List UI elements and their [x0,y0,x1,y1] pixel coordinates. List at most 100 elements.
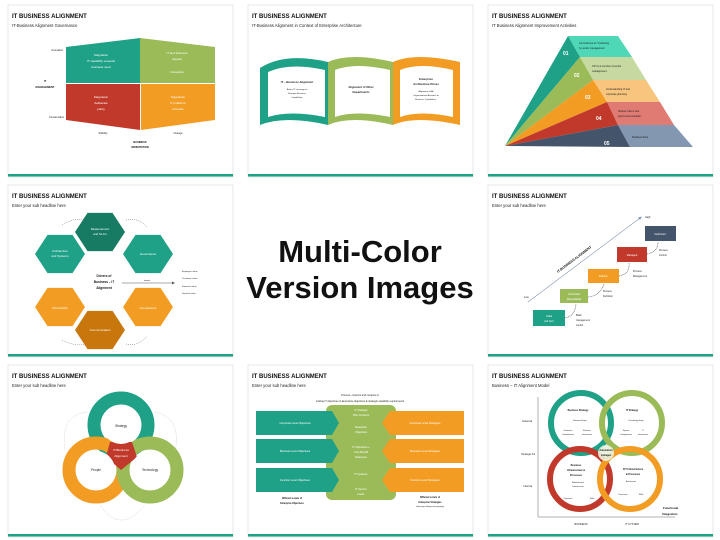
label: corporate planning. [606,93,628,96]
label: Architecture Drives [413,82,439,86]
label: Competencies [562,433,574,436]
label: management. [592,70,608,73]
label: Measurement [91,227,110,231]
label: High [645,215,651,219]
label: IT – Business Alignment [281,80,313,84]
label: Governance [582,433,592,436]
slide-thumbnail-governance[interactable]: IT BUSINESS ALIGNMENT IT-Business Alignm… [0,0,240,180]
label: Shared culture and [618,110,640,113]
label: IT unable to [170,101,186,105]
label: aligned [172,57,182,61]
label: Linking IT objectives to Enterprise obje… [316,400,405,403]
label: Process [659,249,668,252]
slide-title: IT BUSINESS ALIGNMENT [492,14,567,20]
label: IT Systems [355,472,369,476]
objective-arrow-0 [256,411,339,435]
label: Stagnation [94,95,109,99]
label: Innovative [51,48,63,52]
label: Cost-Benefit [354,450,369,454]
label: Linkages [601,454,612,457]
label: IT Strategic [354,408,368,412]
slide-subtitle: IT Business Alignment Improvement Activi… [492,23,576,28]
label: Process [633,270,642,273]
label: Infrastructure [572,485,583,488]
slide-thumbnail-three-circles[interactable]: IT BUSINESS ALIGNMENT Enter your sub hea… [0,360,240,540]
label: IT capability exceeds [87,59,115,63]
label: Employee value [182,271,198,273]
label: Impact [144,279,151,282]
hexagon-4 [123,287,173,327]
center-caption: Multi-Color Version Images [240,180,480,360]
label: Business [583,430,591,432]
label: Processes [619,493,628,496]
label: innovate [172,107,184,111]
label: Stability [98,131,108,135]
label: good communication. [618,115,642,118]
label: Administrative [572,481,584,484]
label: (Repeatable) [567,298,582,301]
label: policy [97,107,105,111]
label: Innovation [170,70,184,74]
label: Management [633,275,647,278]
label: Business Level Strategies [410,449,441,453]
label: Corporate Level Objectives [279,421,311,425]
slide-title: IT BUSINESS ALIGNMENT [492,374,567,380]
label: BUSINESS [574,522,587,526]
strategy-arrow-2 [382,468,464,492]
slide-thumbnail-drivers-hexagons[interactable]: IT BUSINESS ALIGNMENT Enter your sub hea… [0,180,240,360]
label: Enterprise Objectives [280,502,304,505]
label: Governance [140,252,157,256]
label: Function Level Objectives [280,478,310,482]
label: Low [524,295,529,299]
label: Architecture [52,249,68,253]
label: Stagnation [171,95,186,99]
label: Alignment [114,454,128,458]
label: deliberate [94,101,108,105]
label: Business Capabilities. [415,98,437,101]
caption-line-2: Version Images [246,270,474,305]
quadrant-orange [141,84,215,130]
slide-thumbnail-objectives-strategies[interactable]: IT BUSINESS ALIGNMENT Enter your sub hea… [240,360,480,540]
label: Processes [564,497,573,500]
quadrant-red [66,84,140,130]
label: Skills [590,498,594,500]
label: ICT Infrastructure [623,468,644,471]
label: Skills [639,494,643,496]
label: Enterprise [355,425,367,429]
label: BUSINESS [133,140,147,144]
slide-thumbnail-alignment-model[interactable]: IT BUSINESS ALIGNMENT Business – IT Alig… [480,360,720,540]
label: Technology [142,468,159,472]
label: Alignment of All [418,90,434,93]
slide-title: IT BUSINESS ALIGNMENT [492,194,567,200]
slide-thumbnail-enterprise-architecture[interactable]: IT BUSINESS ALIGNMENT IT-Business Alignm… [240,0,480,180]
label: IT [44,79,47,83]
slide-thumbnail-maturity-stairs[interactable]: IT BUSINESS ALIGNMENT Enter your sub hea… [480,180,720,360]
label: 01 [563,51,569,57]
label: Corporate Level Strategies [410,421,442,425]
label: Process, contents and contexts of [341,394,379,397]
label: Different Levels of [282,497,302,500]
label: IT Service [355,487,367,491]
label: Alignment of Other [348,85,374,89]
quadrant-green [140,38,215,83]
label: levels [358,492,365,496]
quadrant-teal [66,38,140,83]
label: Competence [139,306,156,310]
slide-thumbnail-improvement-activities[interactable]: IT BUSINESS ALIGNMENT IT Business Alignm… [480,0,720,180]
slide-subtitle: Enter your sub headline here [252,383,306,388]
label: Committed [568,293,581,296]
label: Better IT Leverage to [287,88,308,91]
label: Definition [603,295,614,298]
slide-subtitle: Enter your sub headline here [12,203,66,208]
slide-subtitle: IT-Business Alignment Governance [12,23,78,28]
label: 02 [574,73,580,79]
slide-subtitle: IT-Business Alignment in Context of Ente… [252,23,362,28]
label: (after proper linking across grouping) [416,505,444,508]
hexagon-3 [35,287,85,327]
strategy-arrow-0 [382,411,464,435]
label: Customer value [182,277,198,280]
label: Basic [576,314,583,317]
label: Understanding IT and [606,88,631,91]
label: Drivers of [97,274,113,278]
label: Function Level Strategies [410,478,440,482]
